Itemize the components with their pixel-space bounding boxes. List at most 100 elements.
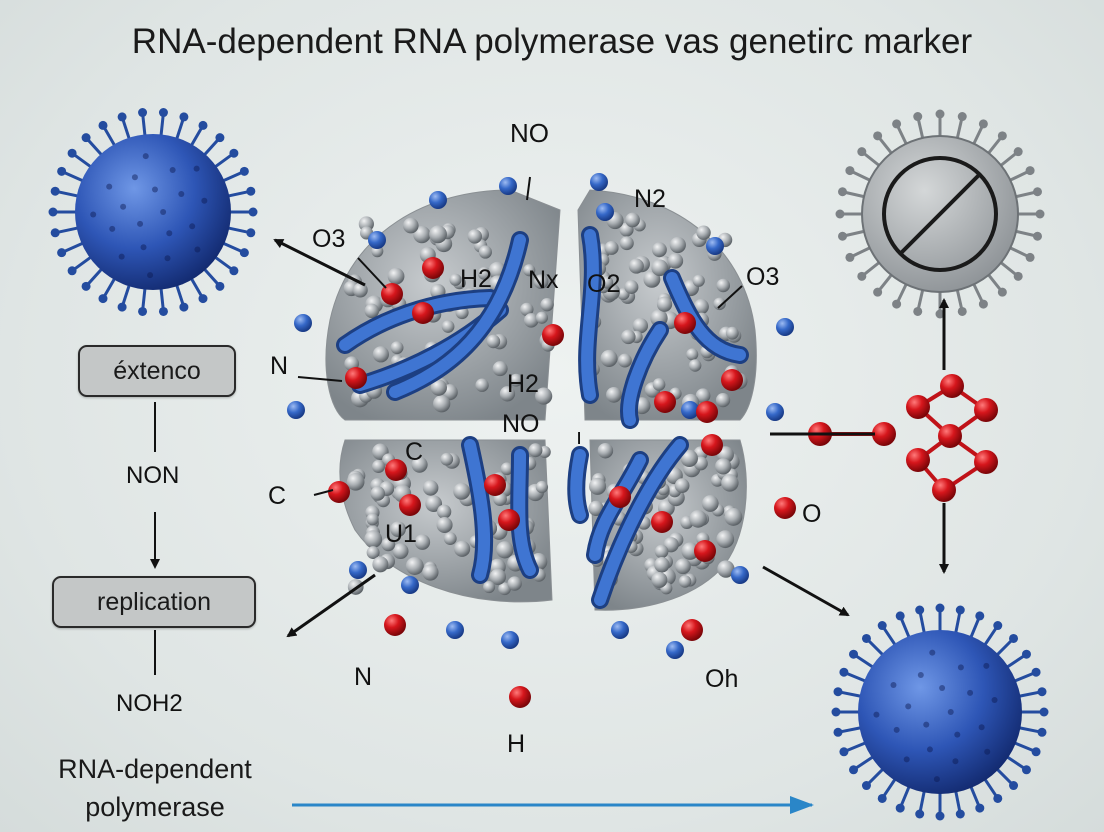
virus-surface-dot bbox=[120, 203, 127, 210]
protein-sphere bbox=[413, 226, 431, 244]
protein-sphere bbox=[390, 341, 404, 355]
blue-atom bbox=[731, 566, 749, 584]
protein-sphere bbox=[366, 546, 380, 560]
red-atom bbox=[609, 486, 631, 508]
virus-spike-tip bbox=[913, 306, 923, 316]
virus-spike-tip bbox=[198, 294, 208, 304]
virus-spike-tip bbox=[975, 611, 985, 621]
virus-spike-tip bbox=[845, 166, 855, 176]
flow-box-top: éxtenco bbox=[78, 345, 236, 397]
blue-atom bbox=[287, 401, 305, 419]
lattice-atom bbox=[974, 450, 998, 474]
arrow-to-bottom-right-virus bbox=[762, 565, 850, 617]
virus-spike-tip bbox=[117, 112, 127, 122]
beta-strand-ribbon-highlight bbox=[339, 292, 496, 351]
protein-sphere bbox=[701, 495, 719, 512]
protein-sphere bbox=[688, 359, 702, 372]
virus-spike-tip bbox=[138, 306, 148, 316]
protein-sphere bbox=[681, 542, 699, 560]
virus-spike-tip bbox=[833, 687, 843, 697]
virus-spike-tip bbox=[81, 133, 91, 143]
formula-non: NON bbox=[126, 462, 180, 489]
virus-spike-tip bbox=[839, 747, 849, 757]
virus-surface-dot bbox=[926, 746, 933, 753]
virus-spike-tip bbox=[1009, 781, 1019, 791]
virus-spike-tip bbox=[997, 287, 1007, 297]
protein-sphere bbox=[366, 513, 379, 526]
virus-surface-dot bbox=[917, 672, 924, 679]
red-atom bbox=[701, 434, 723, 456]
red-atom bbox=[381, 283, 403, 305]
virus-surface-dot bbox=[194, 246, 201, 253]
protein-sphere bbox=[695, 388, 711, 404]
virus-spike-tip bbox=[1031, 667, 1041, 677]
red-atom bbox=[654, 391, 676, 413]
virus-surface-dot bbox=[106, 183, 113, 190]
virus-surface-dot bbox=[967, 689, 974, 696]
protein-sphere bbox=[696, 225, 711, 240]
red-atom bbox=[399, 494, 421, 516]
protein-sphere bbox=[715, 458, 732, 475]
virus-surface-dot bbox=[189, 223, 196, 230]
virus-surface-dot bbox=[933, 776, 940, 783]
virus-blue-icon bbox=[831, 603, 1049, 821]
virus-spike-tip bbox=[833, 727, 843, 737]
virus-spike-tip bbox=[915, 809, 925, 819]
protein-sphere bbox=[686, 348, 699, 361]
virus-surface-dot bbox=[978, 724, 985, 731]
virus-spike-tip bbox=[98, 294, 108, 304]
red-atom bbox=[328, 481, 350, 503]
arrow-to-top-left-virus bbox=[273, 238, 366, 287]
protein-sphere bbox=[440, 452, 454, 466]
virus-surface-dot bbox=[957, 664, 964, 671]
protein-sphere bbox=[651, 259, 669, 277]
lattice-atom bbox=[932, 478, 956, 502]
blue-atom bbox=[499, 177, 517, 195]
atom-label-nx: Nx bbox=[528, 266, 559, 294]
beta-strand-ribbon-highlight bbox=[570, 449, 586, 521]
protein-sphere bbox=[467, 229, 483, 244]
protein-sphere bbox=[403, 217, 419, 234]
virus-surface-dot bbox=[201, 197, 208, 204]
blue-atom bbox=[766, 403, 784, 421]
protein-sphere bbox=[540, 297, 554, 312]
blue-atom bbox=[349, 561, 367, 579]
protein-sphere bbox=[652, 378, 666, 391]
atom-label-o3-left: O3 bbox=[312, 225, 346, 253]
virus-spike-tip bbox=[248, 207, 258, 217]
virus-surface-dot bbox=[147, 272, 154, 279]
virus-spike-tip bbox=[198, 120, 208, 130]
lattice-atom bbox=[906, 395, 930, 419]
virus-surface-dot bbox=[929, 649, 936, 656]
protein-sphere bbox=[528, 443, 543, 458]
virus-blue-icon bbox=[48, 108, 258, 316]
virus-spike-tip bbox=[48, 207, 58, 217]
virus-spike-tip bbox=[67, 266, 77, 276]
protein-sphere bbox=[523, 313, 539, 328]
protein-sphere bbox=[364, 530, 383, 549]
virus-spike-tip bbox=[895, 803, 905, 813]
virus-spike-tip bbox=[158, 306, 168, 316]
virus-surface-dot bbox=[983, 662, 990, 669]
virus-spike-tip bbox=[857, 147, 867, 157]
protein-sphere bbox=[387, 267, 405, 285]
virus-surface-dot bbox=[991, 697, 998, 704]
protein-sphere bbox=[632, 318, 649, 334]
virus-spike-tip bbox=[955, 809, 965, 819]
virus-spike-tip bbox=[975, 803, 985, 813]
virus-surface-dot bbox=[939, 685, 946, 692]
virus-spike-tip bbox=[913, 112, 923, 122]
virus-spike-tip bbox=[246, 186, 256, 196]
atom-label-n-left: N bbox=[270, 352, 289, 380]
protein-sphere bbox=[535, 311, 549, 324]
virus-spike-tip bbox=[873, 131, 883, 141]
virus-spike-tip bbox=[838, 231, 848, 241]
virus-spike-tip bbox=[1025, 252, 1035, 262]
protein-sphere bbox=[454, 540, 471, 557]
arrow-to-replication-side bbox=[286, 573, 376, 638]
protein-sphere bbox=[588, 500, 604, 516]
virus-spike-tip bbox=[993, 793, 1003, 803]
virus-surface-dot bbox=[118, 253, 125, 260]
virus-spike-tip bbox=[50, 228, 60, 238]
virus-surface-dot bbox=[893, 726, 900, 733]
